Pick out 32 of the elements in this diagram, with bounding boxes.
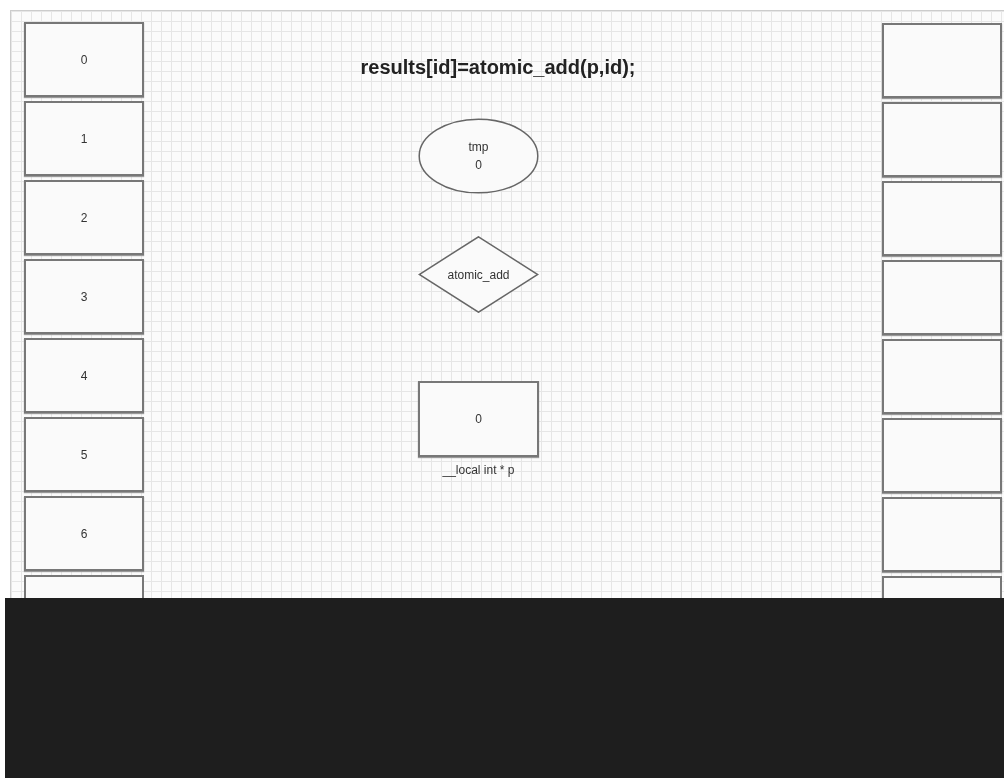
memory-cell-box (24, 496, 144, 571)
variable-ellipse (418, 118, 539, 194)
operation-diamond (418, 236, 539, 313)
memory-cell-box (24, 417, 144, 492)
memory-cell-box (418, 381, 539, 457)
node-text: 5 (80, 446, 88, 464)
node-text: 1 (80, 130, 88, 148)
node-text: 3 (80, 288, 88, 306)
memory-cell-box (882, 339, 1002, 414)
node-text: tmp (468, 139, 489, 156)
node-text: 4 (80, 367, 88, 385)
memory-cell-box (882, 418, 1002, 493)
code-title: results[id]=atomic_add(p,id); (359, 56, 637, 79)
memory-cell-box (882, 102, 1002, 177)
node-text: 6 (80, 525, 88, 543)
memory-cell-box (24, 22, 144, 97)
memory-cell-box (24, 101, 144, 176)
memory-cell-box (882, 23, 1002, 98)
node-text: 0 (80, 51, 88, 69)
memory-cell-box (882, 497, 1002, 572)
memory-cell-box (882, 181, 1002, 256)
node-text: 0 (475, 157, 482, 174)
memory-cell-box (24, 575, 144, 598)
memory-cell-box (24, 259, 144, 334)
memory-cell-box (882, 576, 1002, 598)
memory-cell-box (24, 180, 144, 255)
memory-cell-box (24, 338, 144, 413)
memory-cell-box (882, 260, 1002, 335)
variable-caption: __local int * p (442, 463, 515, 477)
node-text: 0 (475, 411, 482, 428)
node-text: 2 (80, 209, 88, 227)
node-text: atomic_add (447, 266, 510, 284)
